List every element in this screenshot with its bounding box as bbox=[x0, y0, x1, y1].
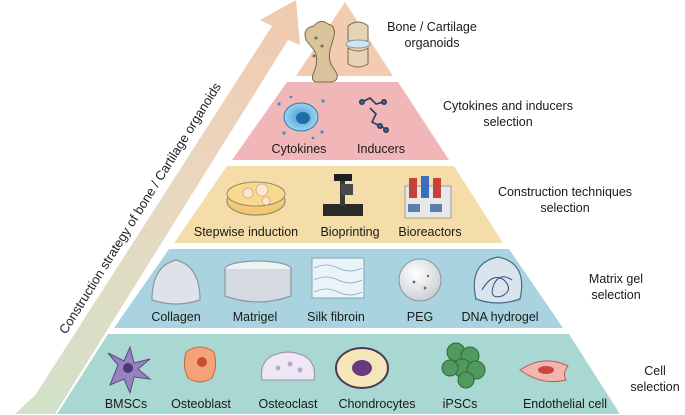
cartilage-joint-icon bbox=[345, 21, 371, 68]
bone-icon bbox=[304, 20, 338, 83]
petri-dish-icon bbox=[226, 181, 286, 216]
chondrocyte-icon bbox=[335, 347, 389, 389]
item-label: Silk fibroin bbox=[307, 310, 365, 324]
item-label: Bioprinting bbox=[320, 225, 379, 239]
tier-title-line: selection bbox=[630, 380, 679, 394]
item-label: Bioreactors bbox=[398, 225, 461, 239]
item-label: Matrigel bbox=[233, 310, 277, 324]
matrigel-icon bbox=[224, 260, 292, 303]
item-label: Chondrocytes bbox=[338, 397, 415, 411]
peg-sphere-icon bbox=[398, 258, 442, 302]
item-label: Cytokines bbox=[272, 142, 327, 156]
tier-top-title: Bone / Cartilage organoids bbox=[387, 20, 477, 50]
bioprinter-icon bbox=[323, 174, 363, 216]
tier-techniques-title: Construction techniques selection bbox=[498, 185, 632, 215]
item-label: Collagen bbox=[151, 310, 200, 324]
tier-title-line: Construction techniques bbox=[498, 185, 632, 199]
bioreactor-icon bbox=[404, 176, 452, 219]
tier-title-line: Cytokines and inducers bbox=[443, 99, 573, 113]
inducer-molecule-icon bbox=[358, 97, 389, 134]
tier-techniques-items: Stepwise induction Bioprinting Bioreacto… bbox=[194, 225, 462, 239]
item-label: Inducers bbox=[357, 142, 405, 156]
tier-matrix-items: Collagen Matrigel Silk fibroin PEG DNA h… bbox=[151, 310, 538, 324]
bmsc-icon bbox=[107, 345, 152, 395]
collagen-gel-icon bbox=[151, 259, 201, 305]
tier-cell-title: Cell selection bbox=[630, 364, 679, 394]
tier-title-line: selection bbox=[540, 201, 589, 215]
silk-fibroin-icon bbox=[311, 257, 365, 299]
tier-title-line: Matrix gel bbox=[589, 272, 643, 286]
tier-cytokines-band bbox=[232, 82, 449, 160]
cytokine-cell-icon bbox=[277, 95, 325, 140]
item-label: BMSCs bbox=[105, 397, 147, 411]
item-label: PEG bbox=[407, 310, 433, 324]
item-label: Osteoclast bbox=[258, 397, 318, 411]
tier-title-line: organoids bbox=[405, 36, 460, 50]
strategy-arrow bbox=[15, 0, 300, 414]
item-label: iPSCs bbox=[443, 397, 478, 411]
tier-cytokines-items: Cytokines Inducers bbox=[272, 142, 405, 156]
endothelial-cell-icon bbox=[519, 360, 569, 383]
tier-matrix-title: Matrix gel selection bbox=[589, 272, 643, 302]
tier-cytokines-title: Cytokines and inducers selection bbox=[443, 99, 573, 129]
tier-title-line: selection bbox=[591, 288, 640, 302]
ipsc-icon bbox=[441, 342, 486, 389]
osteoclast-icon bbox=[261, 351, 315, 381]
osteoblast-icon bbox=[183, 346, 217, 383]
dna-hydrogel-icon bbox=[473, 256, 523, 304]
item-label: Endothelial cell bbox=[523, 397, 607, 411]
tier-cell-items: BMSCs Osteoblast Osteoclast Chondrocytes… bbox=[105, 397, 607, 411]
tier-title-line: selection bbox=[483, 115, 532, 129]
tier-title-line: Bone / Cartilage bbox=[387, 20, 477, 34]
item-label: Osteoblast bbox=[171, 397, 231, 411]
item-label: DNA hydrogel bbox=[461, 310, 538, 324]
item-label: Stepwise induction bbox=[194, 225, 298, 239]
tier-title-line: Cell bbox=[644, 364, 666, 378]
